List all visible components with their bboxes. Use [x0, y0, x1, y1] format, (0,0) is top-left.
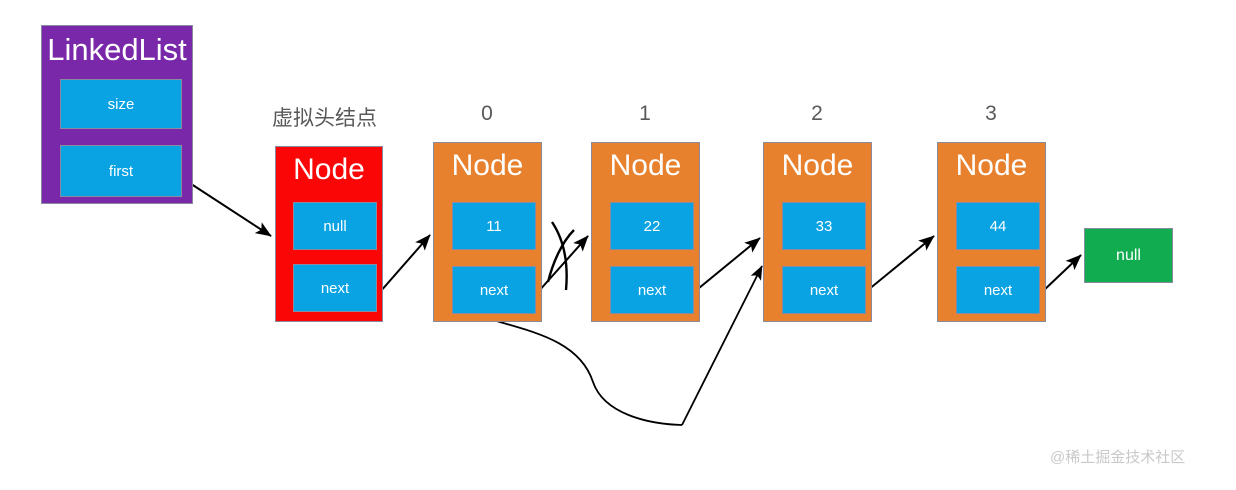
dummy-head-node-title: Node [293, 153, 365, 186]
linkedlist-title: LinkedList [47, 32, 187, 67]
node-index-label-0: 0 [481, 102, 493, 125]
arrow-node2-to-node3 [867, 235, 935, 291]
arrow-dummy-to-node0 [379, 234, 431, 293]
dummy-head-caption: 虚拟头结点 [272, 107, 377, 130]
arrow-node3-to-null [1041, 254, 1082, 293]
arrow-node0-to-node2-curved [480, 315, 683, 426]
node-value-field-2: 33 [782, 202, 866, 250]
node-next-field-0: next [452, 266, 536, 314]
linkedlist-field-size: size [60, 79, 182, 129]
dummy-head-next-field: next [293, 264, 377, 312]
node-next-field-3: next [956, 266, 1040, 314]
node-title-1: Node [609, 149, 682, 182]
node-title-3: Node [955, 149, 1028, 182]
linkedlist-field-first: first [60, 145, 182, 197]
dummy-head-value-field: null [293, 202, 377, 250]
node-next-field-1: next [610, 266, 694, 314]
node-value-field-0: 11 [452, 202, 536, 250]
node-next-field-2: next [782, 266, 866, 314]
arrow-node0-to-node1 [537, 235, 589, 293]
arrow-first-to-dummy [181, 177, 272, 237]
crossed-out-x-icon [546, 221, 575, 291]
node-index-label-1: 1 [639, 102, 651, 125]
node-title-2: Node [781, 149, 854, 182]
node-index-label-3: 3 [985, 102, 997, 125]
node-title-0: Node [451, 149, 524, 182]
watermark: @稀土掘金技术社区 [1050, 449, 1186, 466]
node-index-label-2: 2 [811, 102, 823, 125]
node-value-field-3: 44 [956, 202, 1040, 250]
node-value-field-1: 22 [610, 202, 694, 250]
terminal-null-box: null [1084, 228, 1173, 283]
